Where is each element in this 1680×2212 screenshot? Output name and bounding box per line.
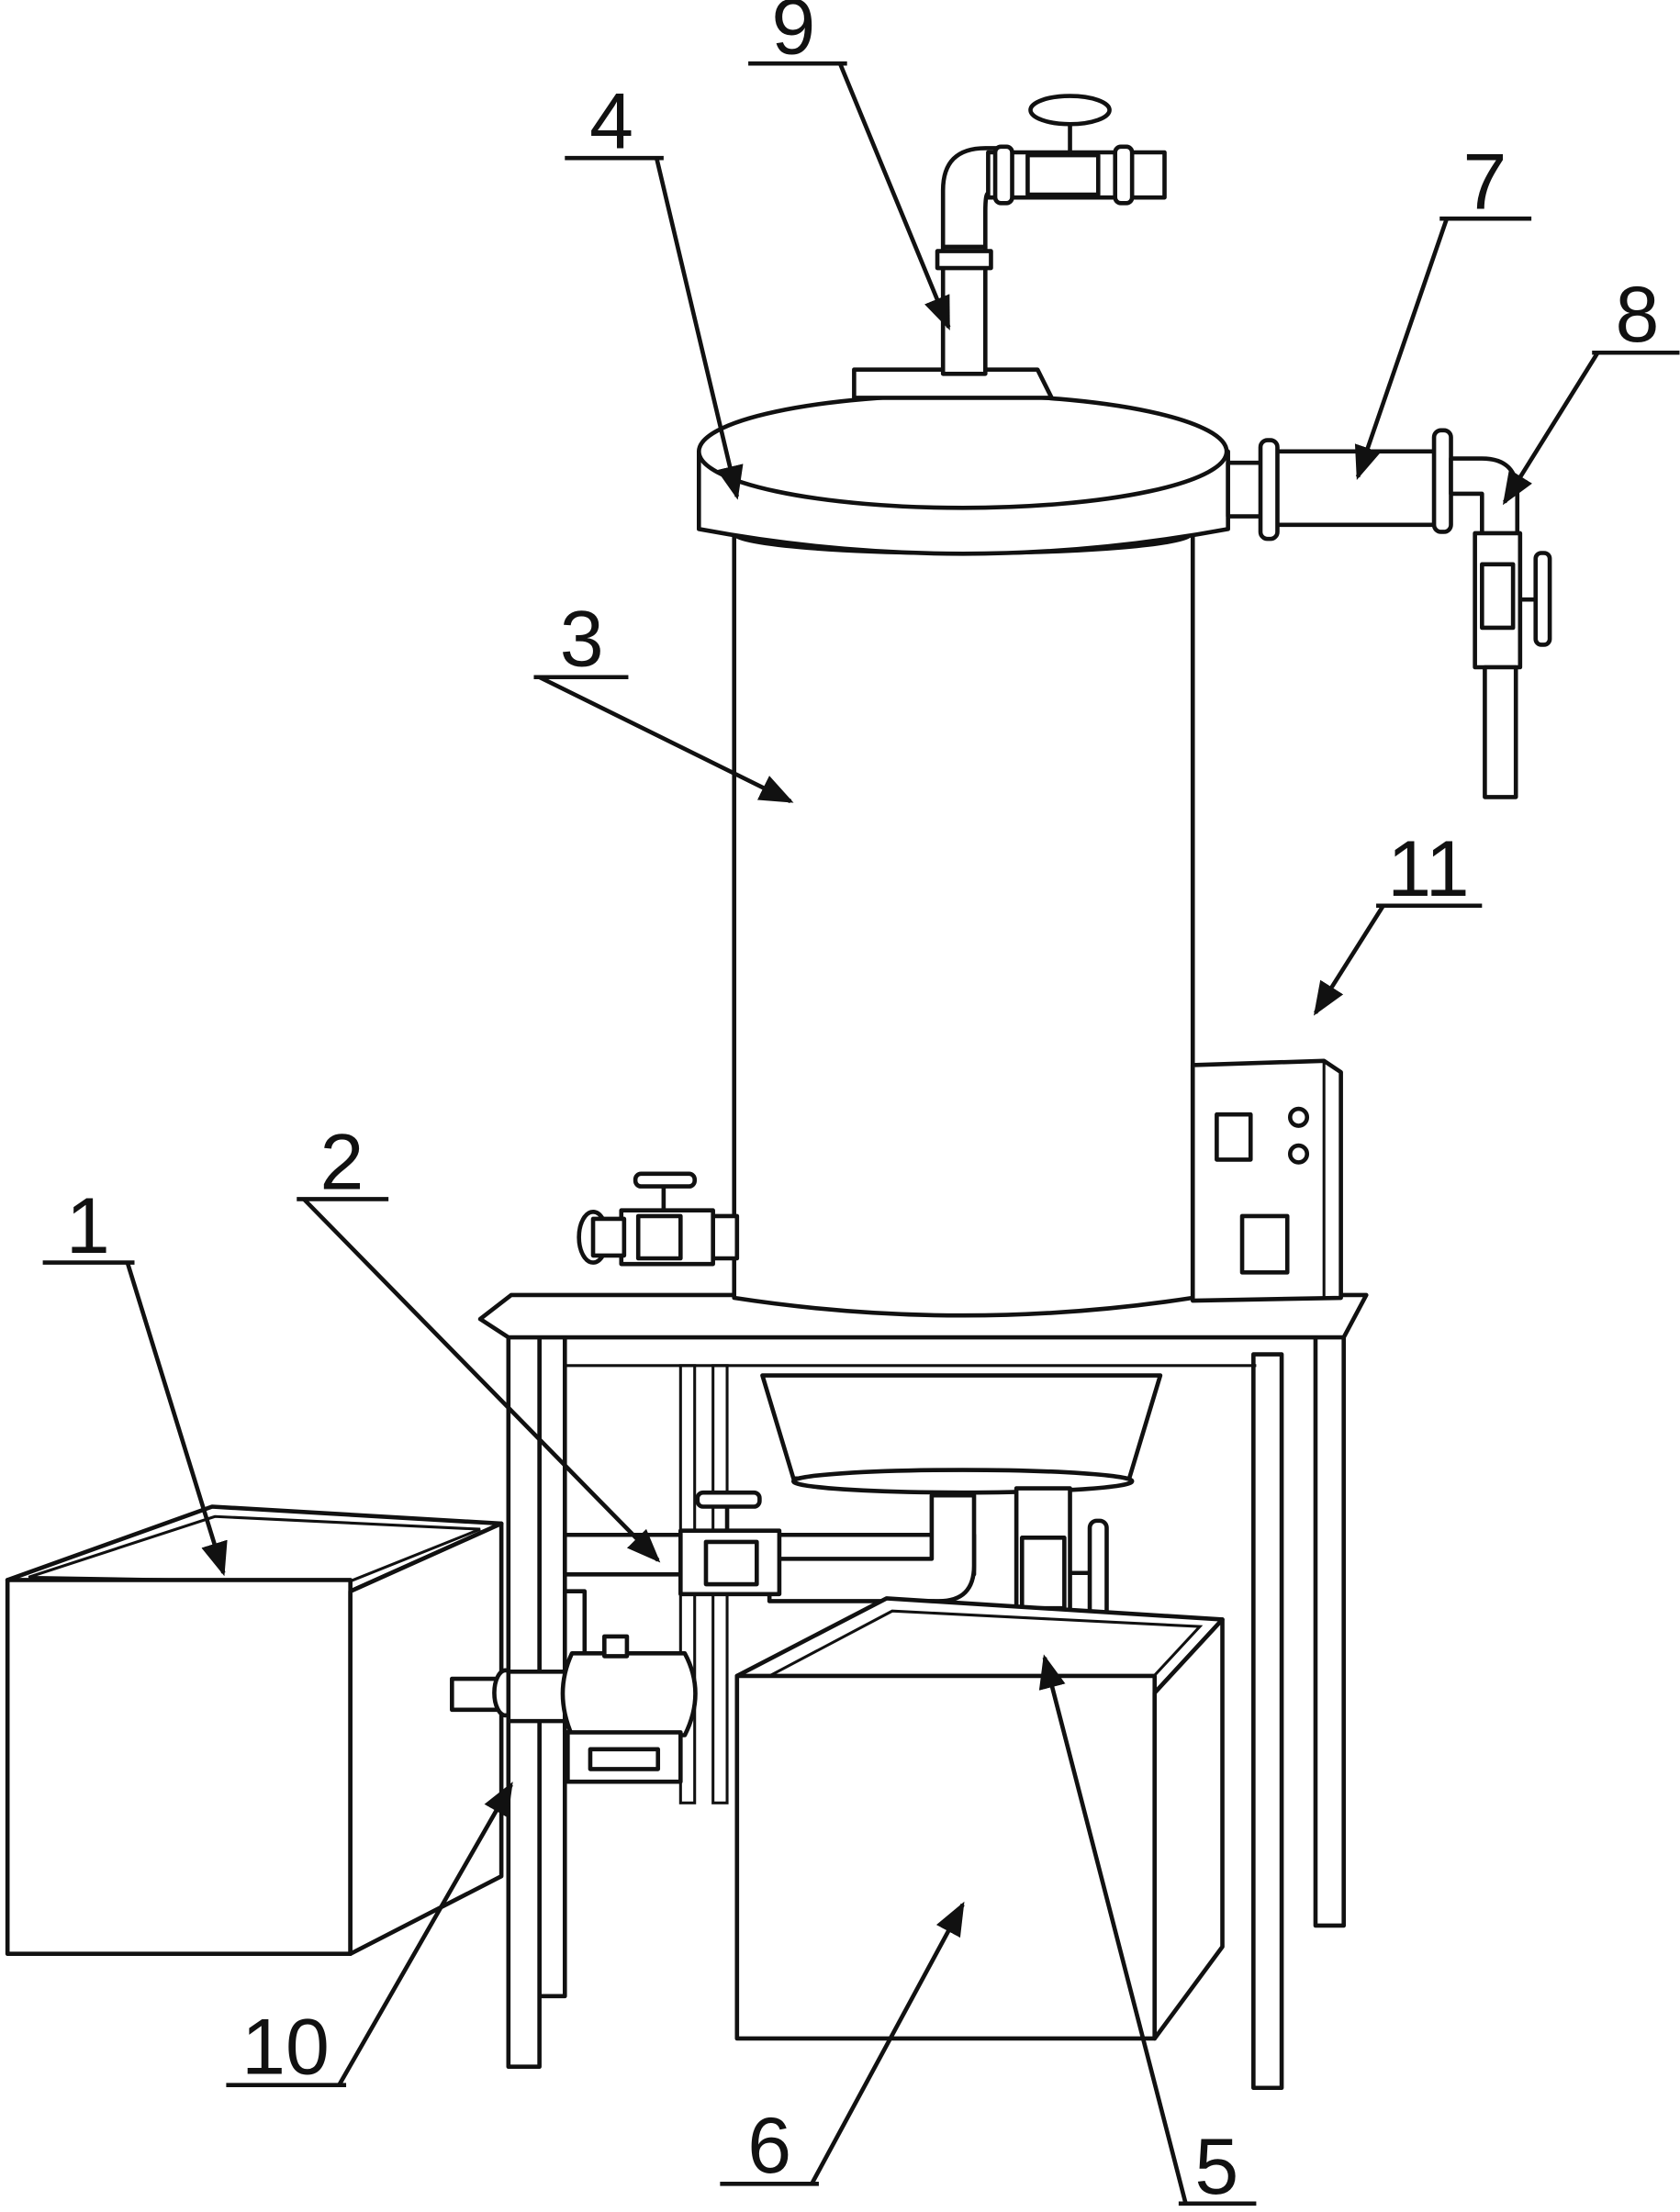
control-box-11 [1190,1058,1343,1303]
label-5: 5 [1194,2123,1238,2211]
bottom-hopper [760,1373,1163,1495]
label-2: 2 [320,1119,364,1207]
label-10: 10 [241,2003,330,2091]
label-4: 4 [589,77,633,165]
filter-tank-3 [577,511,1195,1318]
label-11: 11 [1387,825,1469,913]
overflow-pipe-7 [1226,428,1520,542]
label-7: 7 [1462,138,1506,226]
gas-outlet-pipe-9 [935,94,1167,376]
label-8: 8 [1615,271,1659,359]
filtrate-box-6 [734,1596,1225,2041]
label-1: 1 [66,1182,110,1270]
valve-8 [1473,531,1552,799]
label-3: 3 [560,595,604,683]
tank-lid-4 [696,367,1230,556]
label-9: 9 [771,0,815,71]
pump-10 [450,1634,698,1784]
raw-material-box-1 [5,1504,504,1957]
callout-leaders [42,61,1680,2206]
label-6: 6 [747,2102,791,2190]
